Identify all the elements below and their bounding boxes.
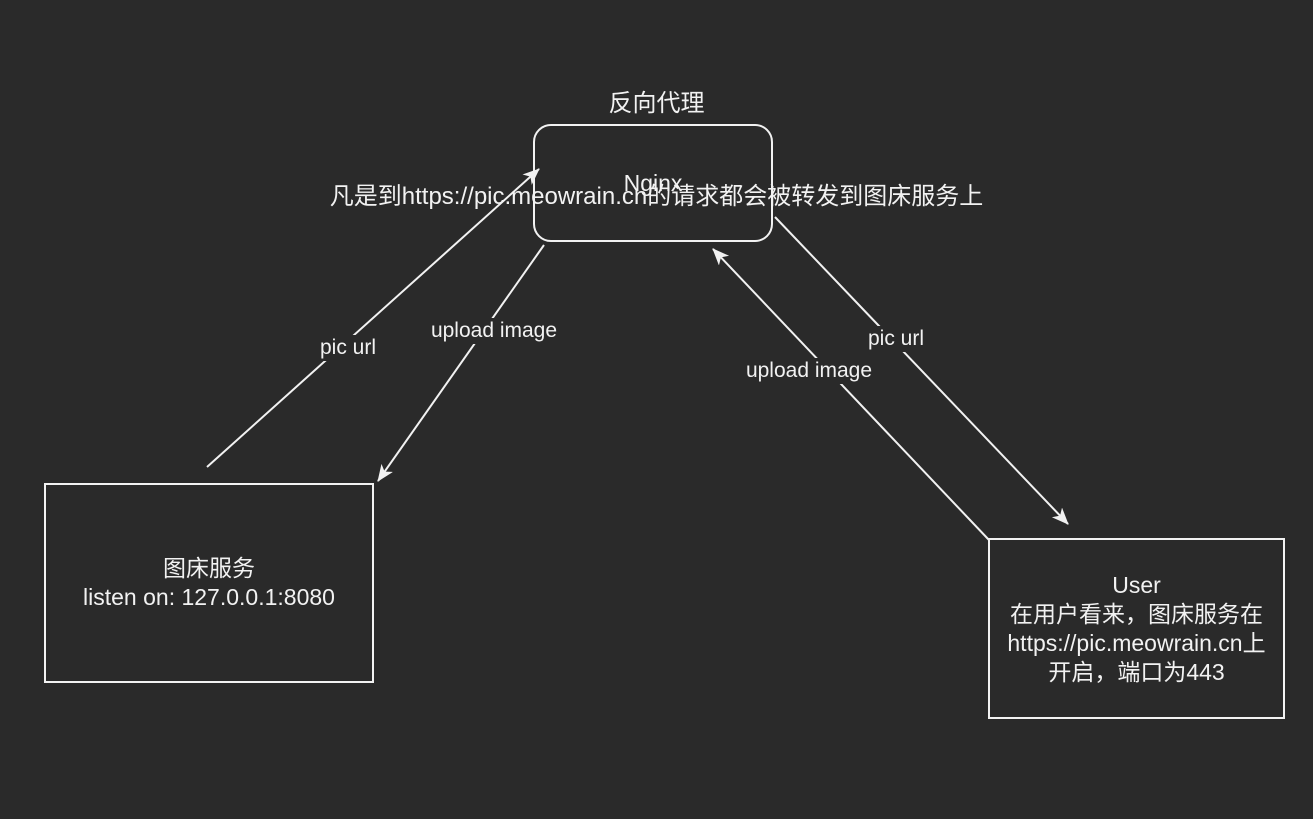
edge-upload-image-left xyxy=(377,244,545,482)
edge-upload-image-right xyxy=(712,248,990,541)
edge-label-pic-url-left: pic url xyxy=(314,335,382,361)
node-nginx-label: Nginx xyxy=(623,169,683,196)
edge-label-pic-url-right: pic url xyxy=(862,326,930,352)
node-user-title: User xyxy=(1112,571,1161,598)
node-user-line3: 开启，端口为443 xyxy=(1048,658,1225,685)
diagram-title: 反向代理 xyxy=(608,90,705,117)
node-picbed-subtitle: listen on: 127.0.0.1:8080 xyxy=(83,584,335,610)
node-user-line1: 在用户看来，图床服务在 xyxy=(1010,600,1263,627)
diagram-title-block: 反向代理 凡是到https://pic.meowrain.cn的请求都会被转发到… xyxy=(0,26,1313,274)
node-picbed-title: 图床服务 xyxy=(163,555,255,581)
edge-label-upload-image-right: upload image xyxy=(740,358,878,384)
node-user-line2: https://pic.meowrain.cn上 xyxy=(1007,629,1266,656)
node-nginx: Nginx xyxy=(533,124,773,242)
node-user: User 在用户看来，图床服务在 https://pic.meowrain.cn… xyxy=(988,538,1285,719)
edge-label-upload-image-left: upload image xyxy=(425,318,563,344)
edge-pic-url-left xyxy=(206,168,540,468)
node-picbed: 图床服务 listen on: 127.0.0.1:8080 xyxy=(44,483,374,683)
edge-pic-url-right xyxy=(774,216,1069,525)
diagram-subtitle: 凡是到https://pic.meowrain.cn的请求都会被转发到图床服务上 xyxy=(329,183,984,210)
